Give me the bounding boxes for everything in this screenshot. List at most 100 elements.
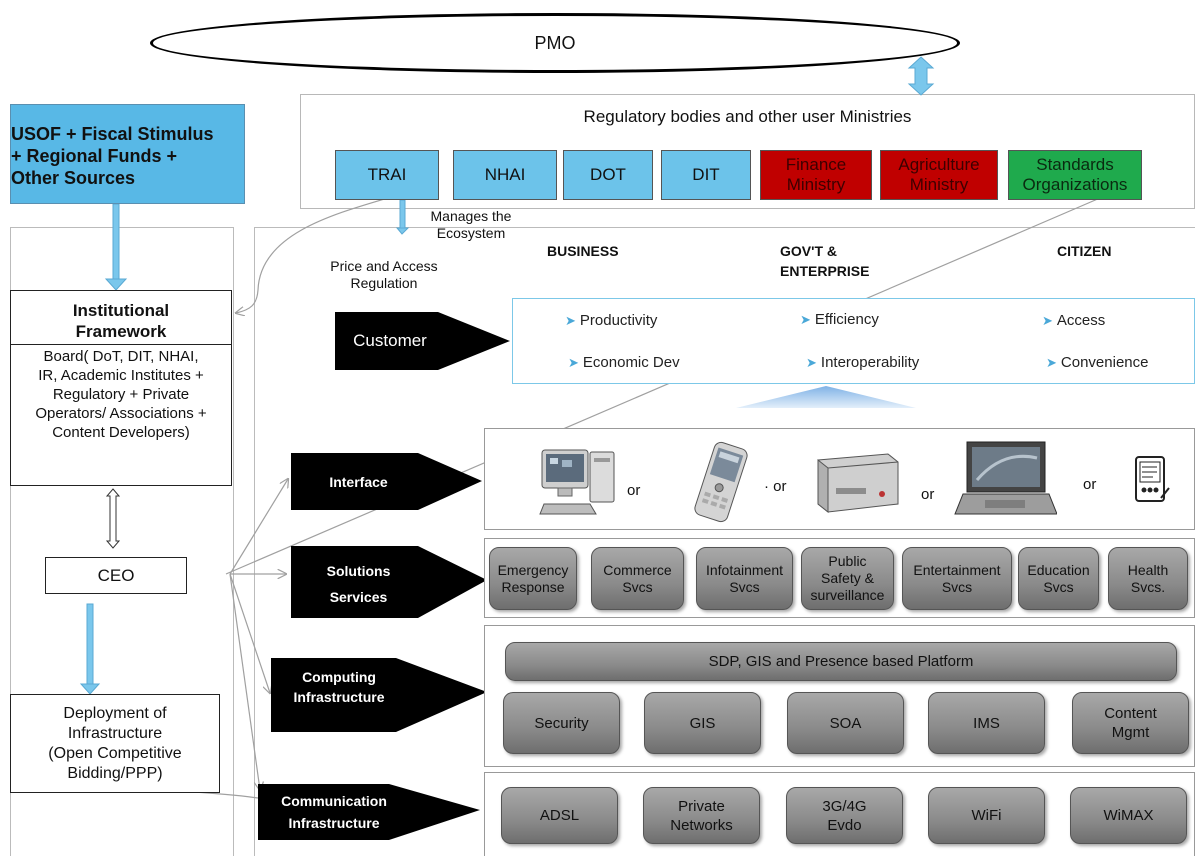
benefit-productivity: ➤Productivity — [565, 312, 657, 329]
dit-box: DIT — [661, 150, 751, 200]
institutional-framework-title: Institutional Framework — [10, 300, 232, 342]
laptop-icon — [954, 441, 1057, 515]
dot-box: DOT — [563, 150, 653, 200]
funding-line-3: Other Sources — [11, 168, 136, 188]
finance-ministry-line-2: Ministry — [786, 175, 846, 194]
chevron-right-icon: ➤ — [568, 355, 579, 370]
price-regulation-note: Price and Access Regulation — [314, 258, 454, 292]
ceo-box: CEO — [45, 557, 187, 594]
column-citizen: CITIZEN — [1057, 243, 1112, 259]
agriculture-ministry-line-1: Agriculture — [898, 155, 980, 174]
evdo-line-1: 3G/4G — [822, 797, 867, 815]
board-line-1: Board( DoT, DIT, NHAI, — [43, 348, 199, 365]
computing-security: Security — [503, 692, 620, 754]
communication-infrastructure-label: Communication Infrastructure — [264, 790, 404, 834]
benefit-economic-dev: ➤Economic Dev — [568, 354, 680, 371]
computing-infrastructure-label: Computing Infrastructure — [271, 662, 407, 712]
service-line-2: Svcs. — [1130, 578, 1166, 595]
service-line-2: Svcs — [1043, 578, 1074, 595]
private-networks-line-2: Networks — [670, 816, 733, 834]
benefit-label: Access — [1056, 312, 1106, 329]
column-govt-enterprise: GOV'T & ENTERPRISE — [780, 241, 869, 281]
benefit-interoperability: ➤Interoperability — [806, 354, 919, 371]
or-label: or — [627, 482, 641, 499]
service-line-1: Health — [1127, 561, 1169, 578]
regulatory-title: Regulatory bodies and other user Ministr… — [583, 107, 912, 126]
or-label: or — [921, 486, 935, 503]
content-mgmt-line-1: Content — [1104, 705, 1157, 722]
pda-icon — [1135, 456, 1170, 502]
content-mgmt-line-2: Mgmt — [1111, 724, 1150, 741]
service-line-2: Svcs — [729, 578, 760, 595]
or-label: or — [1083, 476, 1097, 493]
comm-adsl: ADSL — [501, 787, 618, 844]
inst-title-line-1: Institutional — [72, 301, 170, 320]
computing-soa: SOA — [787, 692, 904, 754]
benefit-label: Economic Dev — [582, 354, 680, 371]
benefit-label: Convenience — [1060, 354, 1149, 371]
solutions-services-label: Solutions Services — [291, 556, 426, 612]
pmo-double-arrow — [907, 56, 935, 96]
chevron-right-icon: ➤ — [1046, 355, 1057, 370]
benefit-convenience: ➤Convenience — [1046, 354, 1148, 371]
chevron-right-icon: ➤ — [800, 312, 811, 327]
computing-ims: IMS — [928, 692, 1045, 754]
benefit-label: Interoperability — [820, 354, 920, 371]
desktop-computer-icon — [539, 449, 615, 515]
manages-line-1: Manages the — [430, 208, 512, 224]
deploy-line-3: (Open Competitive — [48, 744, 182, 762]
funding-line-1: USOF + Fiscal Stimulus — [11, 124, 214, 144]
agriculture-ministry-box: Agriculture Ministry — [880, 150, 998, 200]
manages-line-2: Ecosystem — [436, 225, 506, 241]
service-commerce: Commerce Svcs — [591, 547, 684, 610]
computing-line-2: Infrastructure — [293, 689, 385, 705]
service-line-1: Education — [1027, 561, 1090, 578]
computing-gis: GIS — [644, 692, 761, 754]
computing-line-1: Computing — [302, 669, 376, 685]
price-line-2: Regulation — [350, 275, 418, 291]
funding-line-2: + Regional Funds + — [11, 146, 178, 166]
manages-ecosystem-note: Manages the Ecosystem — [416, 208, 526, 242]
price-line-1: Price and Access — [330, 258, 438, 274]
service-line-1: Commerce — [603, 561, 672, 578]
nhai-box: NHAI — [453, 150, 557, 200]
set-top-box-icon — [817, 453, 899, 514]
institutional-divider — [10, 344, 232, 345]
service-health: Health Svcs. — [1108, 547, 1188, 610]
service-education: Education Svcs — [1018, 547, 1099, 610]
standards-line-1: Standards — [1036, 155, 1114, 174]
standards-organizations-box: Standards Organizations — [1008, 150, 1142, 200]
service-line-2: Safety & — [821, 570, 874, 586]
trai-box: TRAI — [335, 150, 439, 200]
service-line-3: surveillance — [810, 587, 885, 603]
finance-ministry-box: Finance Ministry — [760, 150, 872, 200]
platform-bar: SDP, GIS and Presence based Platform — [505, 642, 1177, 681]
benefit-label: Productivity — [579, 312, 658, 329]
communication-line-1: Communication — [281, 793, 387, 809]
pmo-label: PMO — [534, 32, 576, 53]
comm-wimax: WiMAX — [1070, 787, 1187, 844]
or-label: · or — [764, 478, 787, 495]
column-business: BUSINESS — [547, 243, 619, 259]
comm-3g4g-evdo: 3G/4G Evdo — [786, 787, 903, 844]
service-infotainment: Infotainment Svcs — [696, 547, 793, 610]
private-networks-line-1: Private — [678, 797, 725, 815]
benefit-label: Efficiency — [814, 311, 879, 328]
board-members-text: Board( DoT, DIT, NHAI, IR, Academic Inst… — [10, 347, 232, 442]
solutions-line-2: Services — [329, 589, 388, 605]
institutional-framework-box — [10, 290, 232, 486]
finance-ministry-line-1: Finance — [785, 155, 847, 174]
service-emergency-response: Emergency Response — [489, 547, 577, 610]
deploy-line-1: Deployment of — [63, 704, 167, 722]
deploy-line-2: Infrastructure — [67, 724, 163, 742]
chevron-right-icon: ➤ — [806, 355, 817, 370]
benefit-access: ➤Access — [1042, 312, 1105, 329]
board-line-3: Regulatory + Private — [52, 386, 190, 403]
service-line-1: Public — [828, 553, 867, 569]
chevron-right-icon: ➤ — [565, 313, 576, 328]
computing-content-mgmt: Content Mgmt — [1072, 692, 1189, 754]
chevron-right-icon: ➤ — [1042, 313, 1053, 328]
service-public-safety: Public Safety & surveillance — [801, 547, 894, 610]
agriculture-ministry-line-2: Ministry — [909, 175, 969, 194]
service-line-2: Response — [501, 578, 565, 595]
